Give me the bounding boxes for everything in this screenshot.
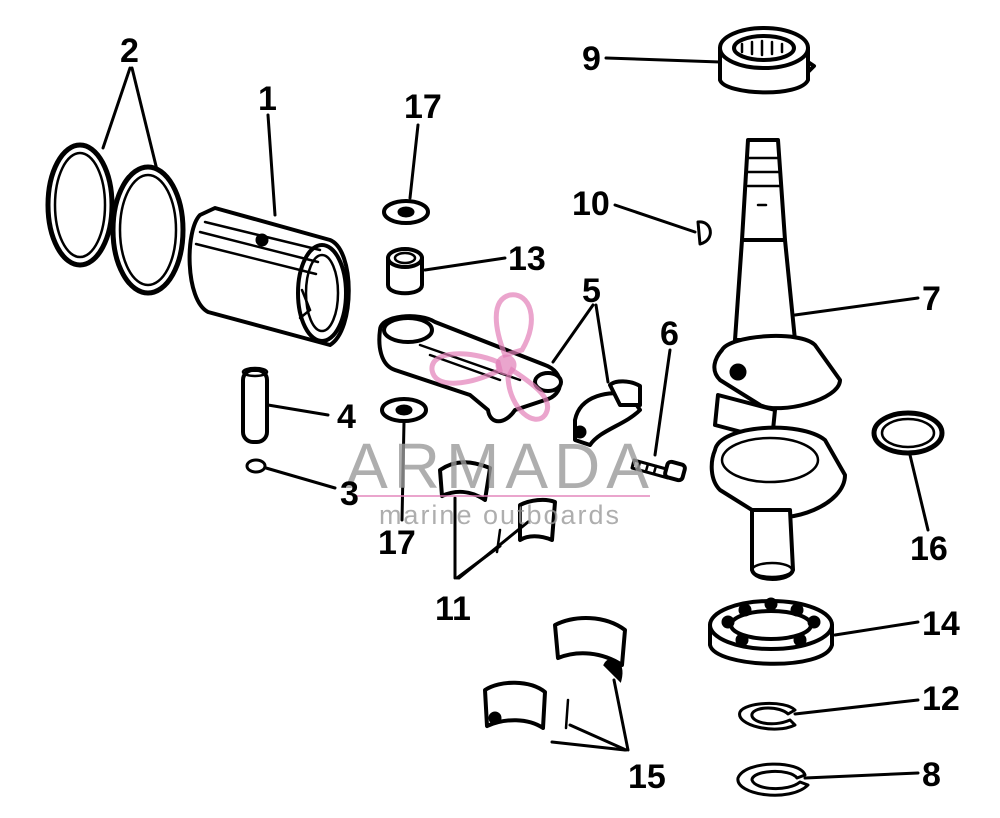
callout-labels: 2 1 17 13 5 6 4 3 17 11 9 10 7 16 14 12 …: [120, 32, 960, 796]
watermark-tagline: marine outboards: [379, 500, 621, 530]
pin-retaining-ring: [245, 458, 267, 474]
callout-9: 9: [582, 40, 601, 78]
rod-cap: [573, 379, 642, 447]
callout-8: 8: [922, 756, 941, 794]
cap-screw: [630, 458, 687, 483]
callout-1: 1: [258, 80, 277, 118]
main-bearing-halves: [483, 616, 627, 730]
callout-6: 6: [660, 315, 679, 353]
crankshaft: [709, 138, 847, 581]
upper-main-bearing: [718, 26, 816, 95]
retaining-ring-upper: [738, 701, 797, 731]
retaining-ring-lower: [736, 762, 810, 797]
leader-lines: [101, 56, 930, 780]
rod-bearing-halves: [438, 460, 557, 554]
callout-7: 7: [922, 280, 941, 318]
callout-11: 11: [435, 590, 471, 628]
callout-5: 5: [582, 272, 601, 310]
propeller-logo-icon: [429, 292, 551, 422]
callout-17-top: 17: [404, 88, 442, 126]
callout-17-bottom: 17: [378, 524, 416, 562]
watermark-brand: ARMADA: [345, 430, 655, 502]
callout-12: 12: [922, 680, 960, 718]
woodruff-key: [696, 220, 712, 246]
piston-rings: [45, 142, 186, 296]
piston: [187, 206, 351, 347]
callout-13: 13: [508, 240, 546, 278]
callout-4: 4: [337, 398, 356, 436]
lower-ball-bearing: [708, 597, 834, 666]
callout-3: 3: [340, 475, 359, 513]
watermark: ARMADA marine outboards: [345, 292, 655, 530]
callout-2: 2: [120, 32, 139, 70]
needle-bearing: [386, 247, 424, 296]
thrust-washer-top: [382, 199, 430, 225]
seal-ring: [871, 410, 945, 456]
thrust-washer-bottom: [380, 397, 428, 423]
callout-16: 16: [910, 530, 948, 568]
piston-pin: [241, 366, 269, 444]
callout-14: 14: [922, 605, 960, 643]
callout-10: 10: [572, 185, 610, 223]
callout-15: 15: [628, 758, 666, 796]
